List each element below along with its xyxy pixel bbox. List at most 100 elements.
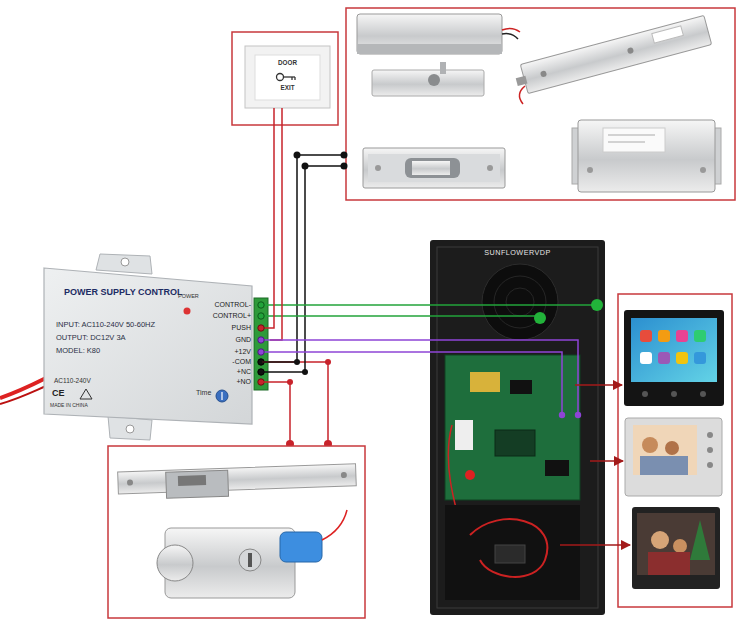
wire-dots	[341, 152, 348, 159]
panel-terminal-dots	[534, 299, 603, 418]
monitor-1	[624, 310, 724, 406]
monitor-1	[640, 352, 652, 364]
drop-bolt-lock	[652, 26, 684, 43]
strike-plate	[178, 475, 206, 486]
bolt-lock	[572, 120, 721, 192]
door-station-panel	[465, 470, 475, 480]
monitor-2	[640, 456, 688, 475]
monitor-3	[632, 507, 720, 589]
electric-strike	[368, 154, 500, 182]
monitor-1	[631, 318, 717, 382]
wire-dots	[286, 152, 348, 449]
panel-wires	[430, 340, 578, 415]
drop-bolt-lock	[627, 47, 634, 54]
monitor-2	[625, 418, 722, 496]
strike-plate	[341, 472, 347, 478]
key-icon	[291, 77, 292, 80]
strike-plate	[127, 479, 133, 485]
wire	[270, 108, 274, 328]
node-label: POWER SUPPLY CONTROL	[64, 287, 183, 297]
monitor-arrows	[575, 384, 622, 386]
wire	[270, 108, 282, 340]
armature-plate	[428, 74, 440, 86]
monitor-1	[658, 352, 670, 364]
power-supply-housing	[80, 389, 92, 399]
door-station-panel	[510, 380, 532, 394]
door-station-panel	[494, 276, 546, 328]
exit-button: DOOREXIT	[245, 46, 330, 108]
power-supply-housing	[108, 416, 152, 440]
terminal-screws	[258, 302, 264, 308]
armature-plate	[372, 70, 484, 96]
key-icon	[277, 74, 296, 81]
wire	[270, 315, 430, 317]
panel-wires	[430, 305, 597, 415]
lock-wires	[262, 382, 290, 444]
lock-group-top	[346, 8, 735, 200]
drop-bolt-lock	[513, 15, 712, 95]
monitor-2	[642, 437, 658, 453]
door-station-panel	[470, 519, 547, 577]
electric-strike	[412, 161, 450, 175]
wire-dots	[294, 359, 300, 365]
rim-lock	[322, 510, 347, 540]
node-label: GND	[235, 336, 251, 344]
rim-lock	[280, 532, 322, 562]
monitor-3	[637, 513, 715, 575]
exit-button-frame	[232, 32, 338, 125]
electric-strike	[405, 158, 460, 178]
monitor-1	[671, 391, 677, 397]
node-label: SUNFLOWERVDP	[430, 249, 605, 257]
power-supply-housing	[216, 390, 228, 402]
strike-plate	[118, 464, 357, 494]
door-station-panel	[495, 545, 525, 563]
lock-group-bottom	[108, 446, 365, 618]
armature-plate	[372, 62, 484, 96]
monitor-1	[676, 352, 688, 364]
magnetic-lock	[502, 28, 520, 32]
terminal-screws	[258, 325, 264, 331]
exit-button-frame	[232, 32, 338, 125]
drop-bolt-lock	[540, 70, 547, 77]
electric-strike	[487, 165, 493, 171]
monitor-2	[633, 425, 697, 475]
wire-dots	[287, 379, 293, 385]
node-label: MODEL: K80	[56, 347, 100, 356]
monitor-1	[624, 310, 724, 406]
node-label: INPUT: AC110-240V 50-60HZ	[56, 321, 155, 330]
door-station-panel	[445, 355, 580, 500]
node-label: PUSH	[232, 324, 251, 332]
node-label: AC110-240V	[54, 377, 91, 384]
monitor-1	[700, 391, 706, 397]
monitor-2	[625, 418, 722, 496]
door-station-panel	[455, 420, 473, 450]
monitor-3	[632, 507, 720, 589]
electric-strike	[375, 165, 381, 171]
power-supply-box: POWER SUPPLY CONTROLPOWER INPUT: AC110-24…	[40, 262, 270, 440]
node-label: CONTROL-	[214, 301, 251, 309]
magnetic-lock	[357, 44, 502, 54]
key-icon	[277, 74, 284, 81]
strike-plate	[118, 464, 357, 500]
panel-wires	[430, 304, 597, 306]
door-station-panel	[495, 430, 535, 456]
power-supply-housing	[184, 308, 191, 315]
bolt-lock	[608, 135, 655, 136]
door-station-panel	[430, 240, 605, 615]
monitor-2	[707, 447, 713, 453]
panel-terminal-dots	[534, 312, 546, 324]
magnetic-lock	[357, 14, 520, 54]
power-supply-housing	[0, 386, 46, 404]
bolt-lock	[700, 167, 706, 173]
monitor-arrows	[590, 460, 623, 462]
monitor-1	[642, 391, 648, 397]
node-label: MADE IN CHINA	[50, 403, 88, 409]
node-label: POWER	[178, 293, 199, 299]
wire	[270, 304, 430, 306]
node-label: DOOR	[245, 59, 330, 66]
bolt-lock	[578, 120, 715, 192]
monitor-group	[618, 294, 732, 607]
lock-wires	[262, 362, 328, 444]
